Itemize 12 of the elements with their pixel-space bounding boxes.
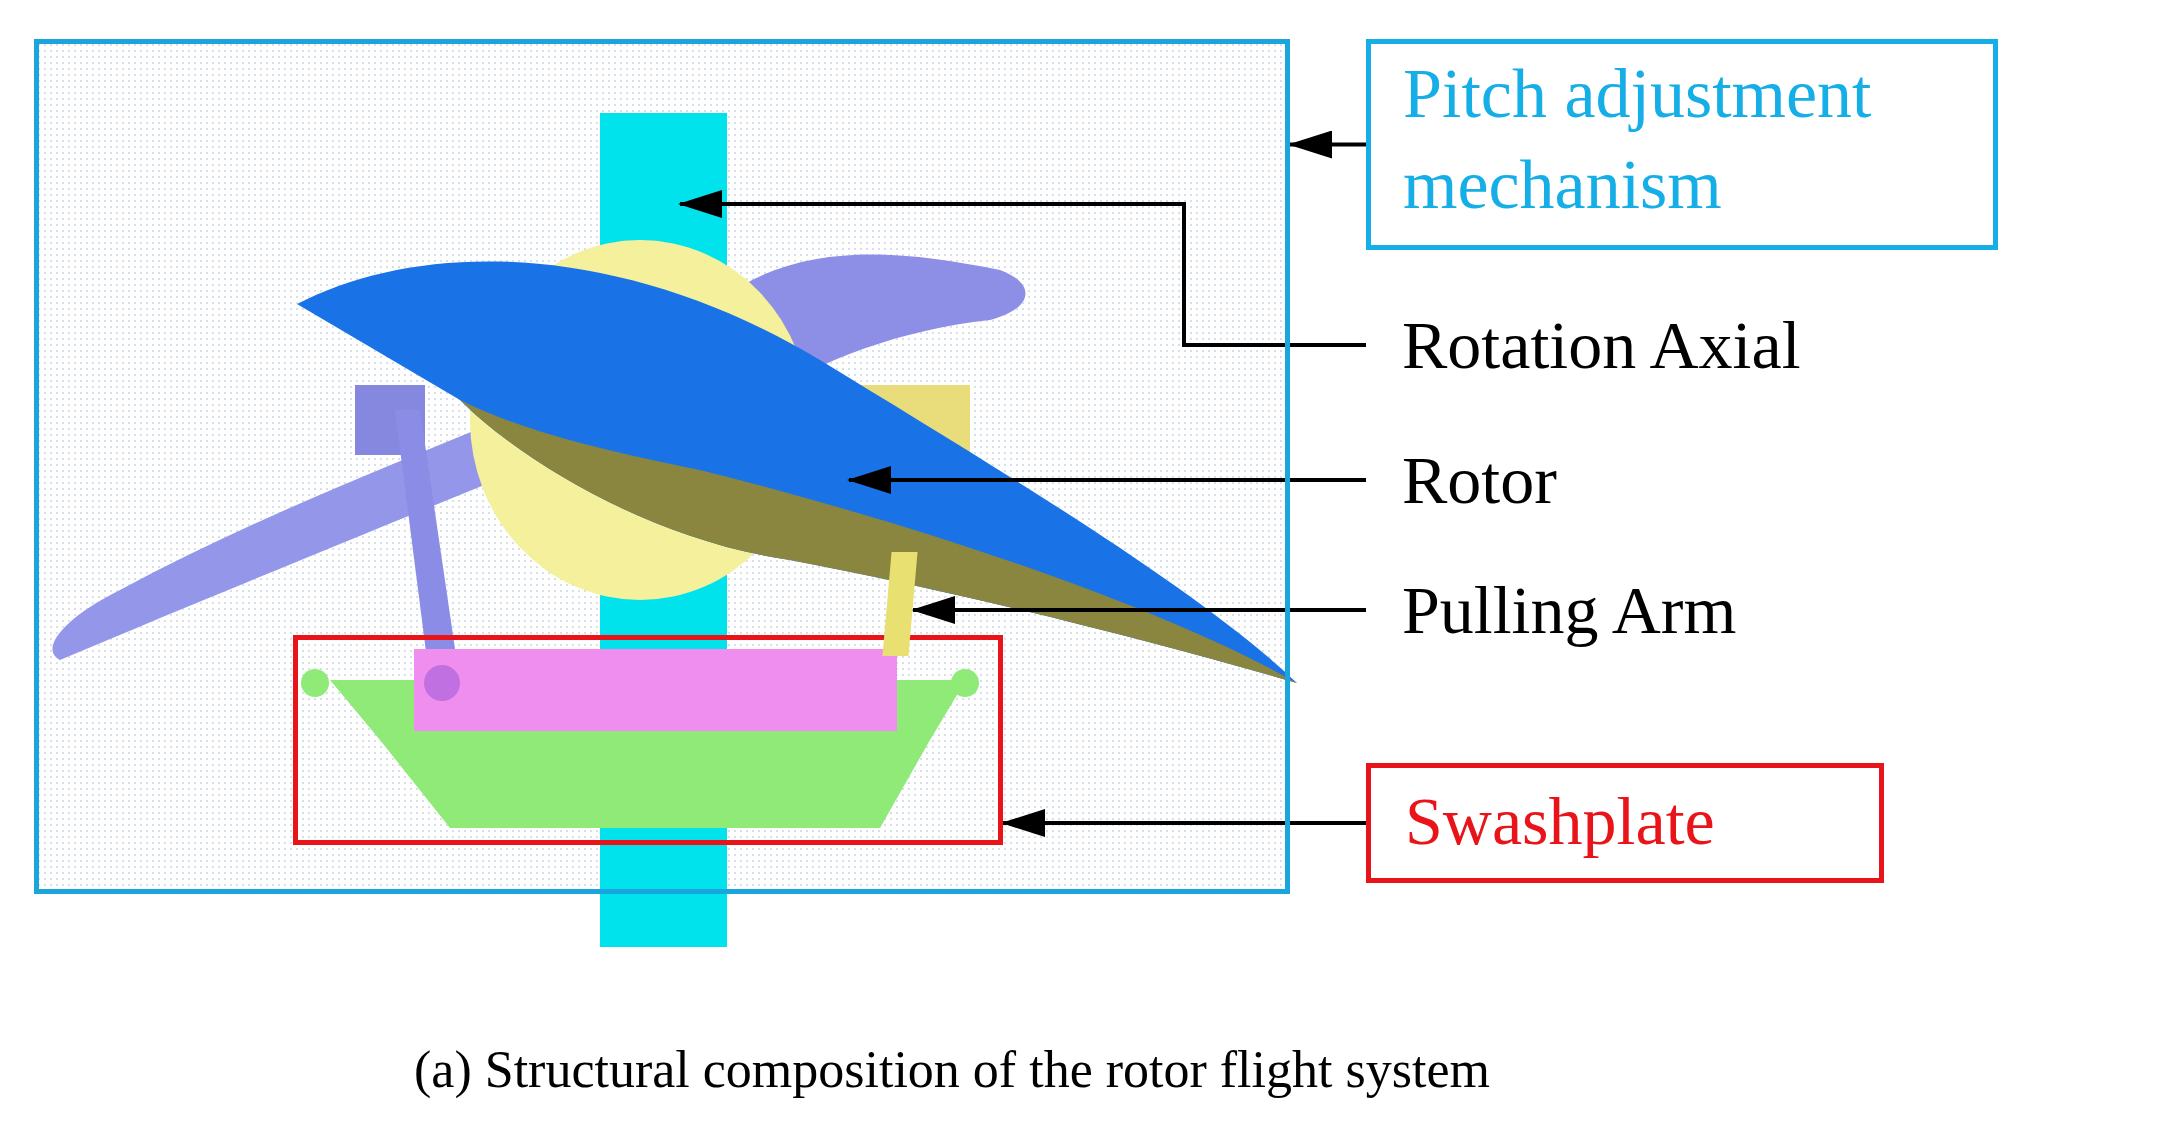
frame-outline — [293, 635, 1003, 845]
leader-arrow — [847, 466, 1366, 494]
label-box: Pitch adjustment mechanism — [1366, 39, 1998, 250]
part-label: Pulling Arm — [1402, 565, 1902, 655]
leader-arrow — [911, 596, 1366, 624]
part-label: Rotor — [1402, 435, 1702, 525]
figure-caption: (a) Structural composition of the rotor flight system — [414, 1040, 1490, 1100]
leader-arrow — [678, 190, 1366, 347]
leader-arrow — [1288, 130, 1366, 159]
leader-arrow — [1001, 809, 1366, 837]
label-box: Swashplate — [1366, 763, 1884, 883]
part-label: Rotation Axial — [1402, 300, 2002, 390]
